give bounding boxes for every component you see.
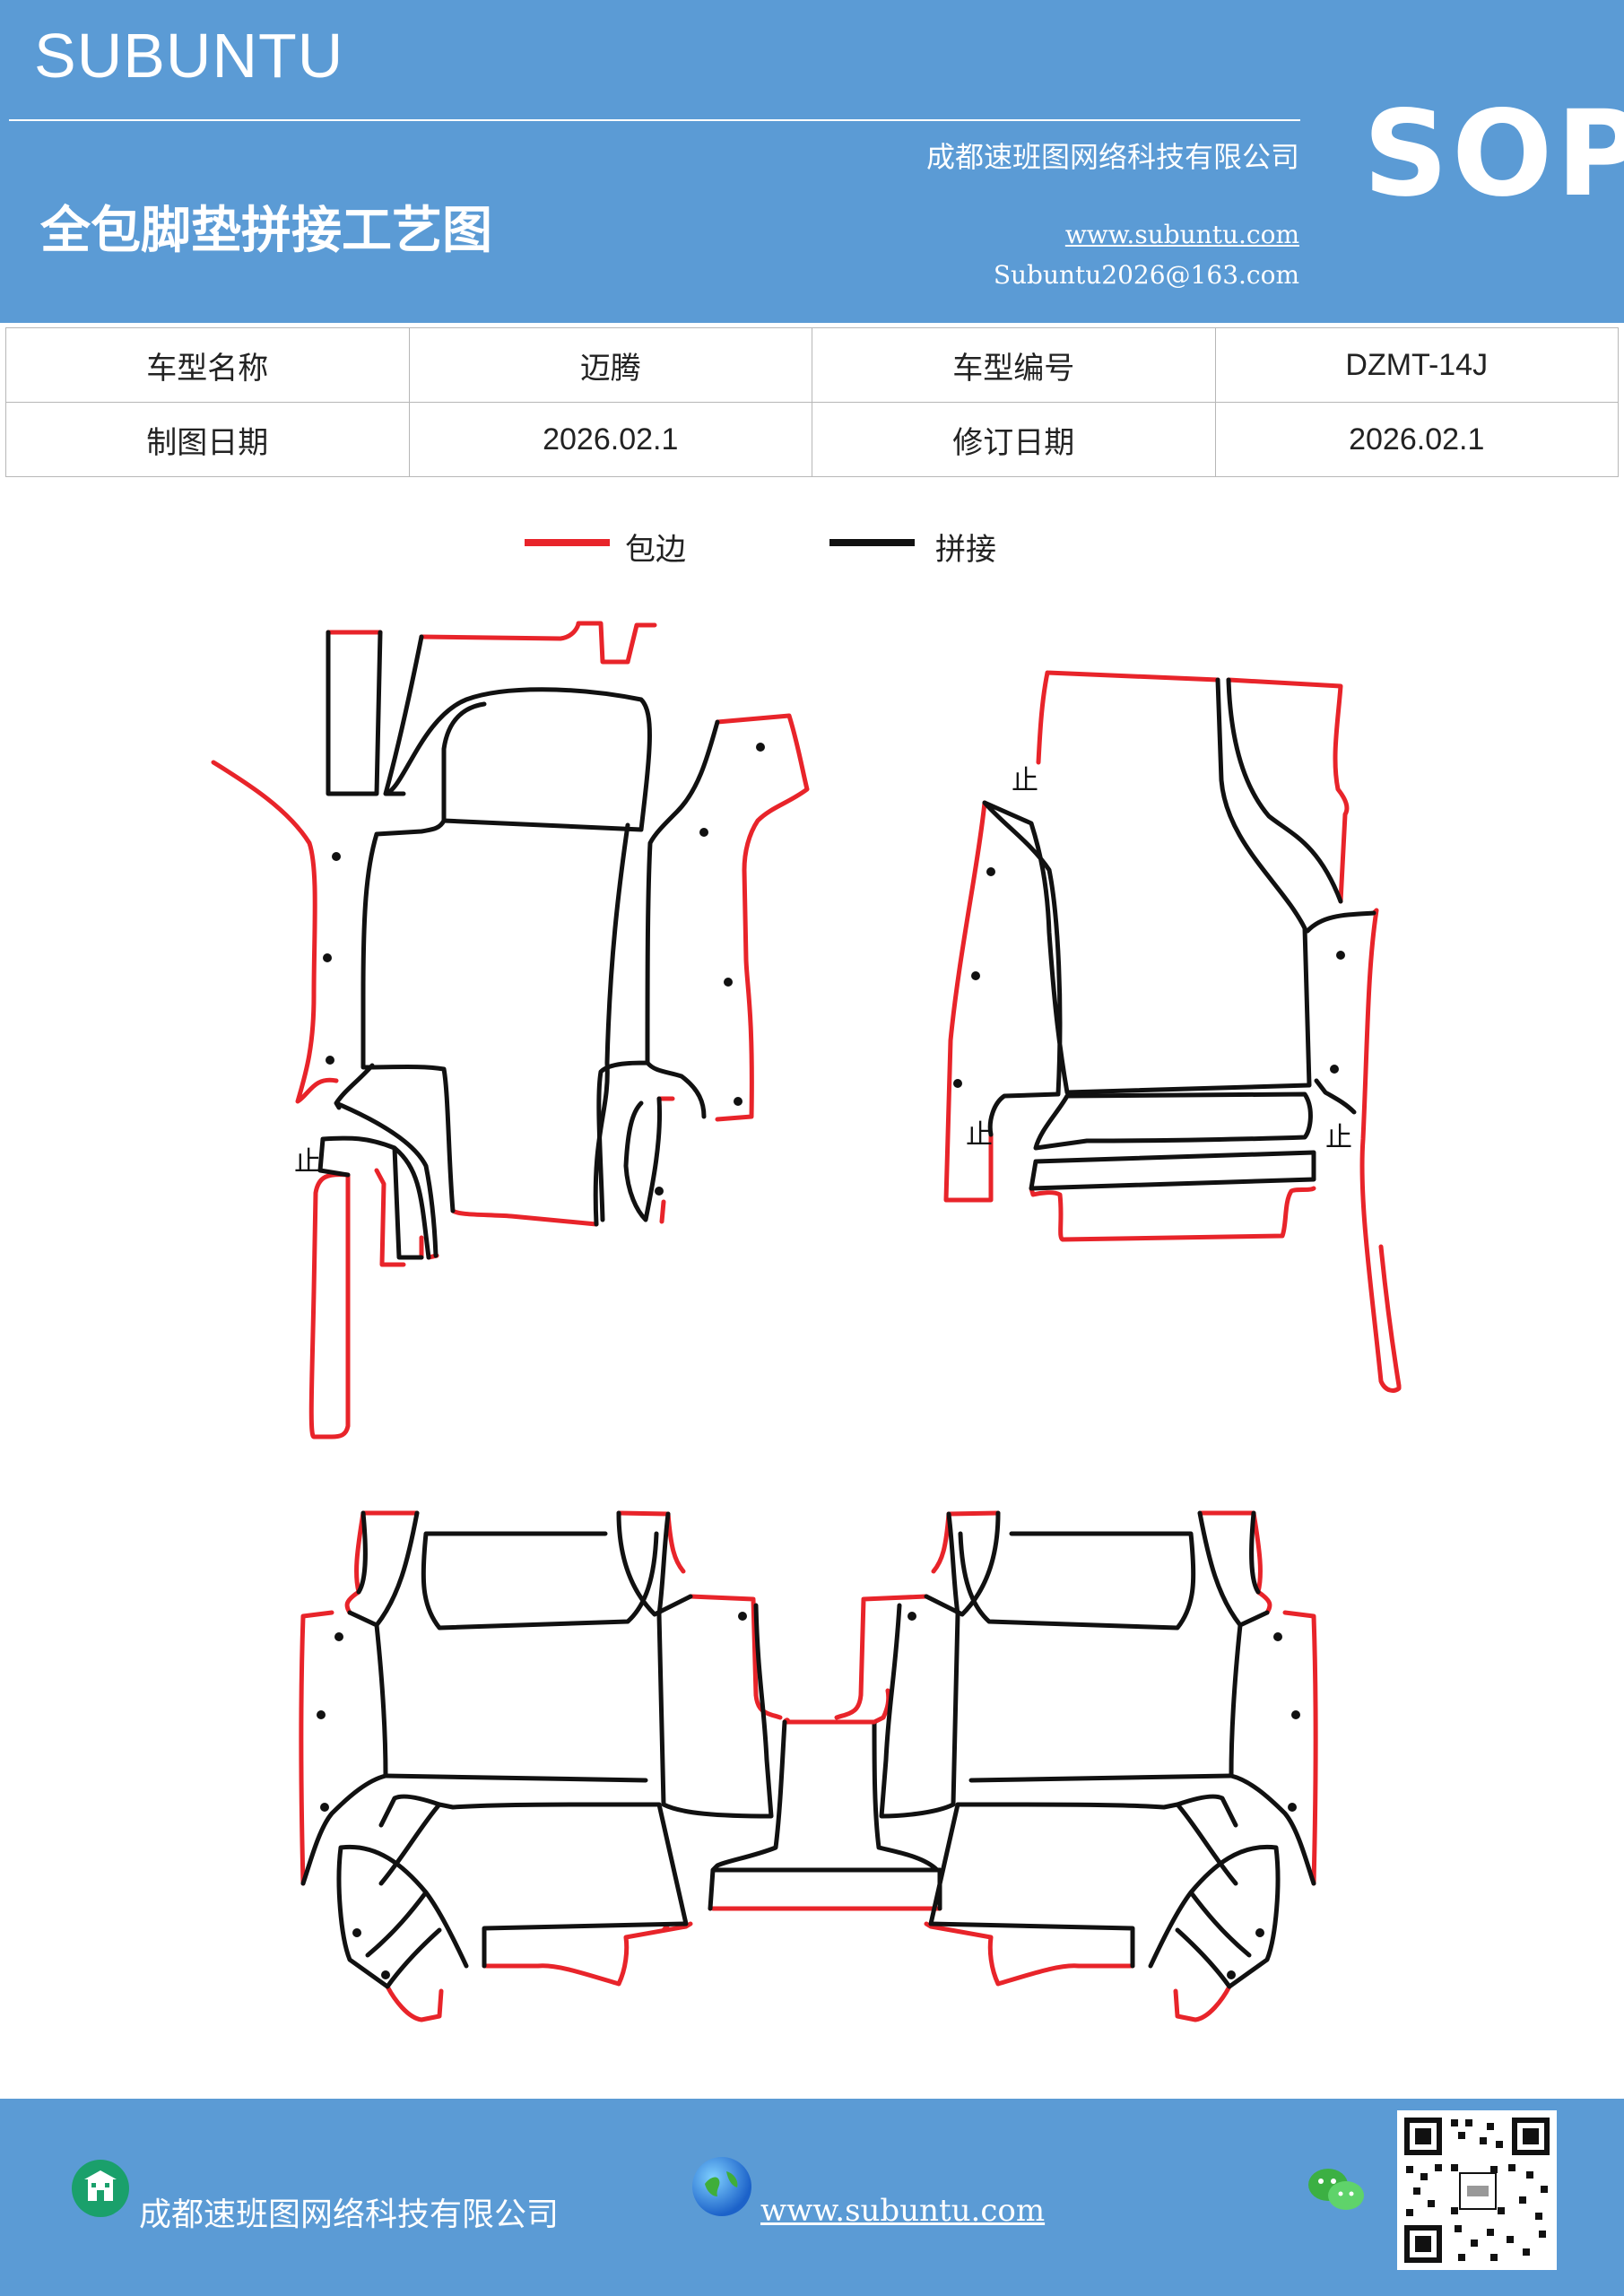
front-right-mat-seam <box>982 677 1376 1137</box>
value-model-code: DZMT-14J <box>1214 327 1619 403</box>
front-left-mat-edge <box>211 760 339 1104</box>
rivet-dot <box>699 828 708 837</box>
rivet-dot <box>352 1928 361 1937</box>
header-url-link[interactable]: www.subuntu.com <box>1064 220 1299 249</box>
rivet-dot <box>971 971 980 980</box>
rivet-dot <box>738 1612 747 1621</box>
brand-name: SUBUNTU <box>34 21 344 91</box>
front-left-mat-edge-top <box>326 621 657 665</box>
rivet-dot <box>334 1632 343 1641</box>
rivet-dot <box>1291 1710 1300 1719</box>
rivet-dot <box>724 978 733 987</box>
label-model-code: 车型编号 <box>812 327 1216 403</box>
rivet-dot <box>734 1097 743 1106</box>
legend-swatch-seam <box>829 539 915 546</box>
stop-mark: 止 <box>966 1119 993 1151</box>
legend: 包边 拼接 <box>0 525 1624 570</box>
front-left-mat-seam <box>326 630 652 1258</box>
sop-badge: SOP <box>1363 85 1624 223</box>
wechat-icon[interactable] <box>1305 2163 1368 2217</box>
rivet-dot <box>317 1710 326 1719</box>
footer-url-link[interactable]: www.subuntu.com <box>760 2193 1046 2229</box>
globe-icon <box>692 2157 751 2216</box>
front-left-mat-seam-3 <box>317 822 630 1260</box>
rear-left-mat-seam-2 <box>336 1773 689 1989</box>
front-left-mat-edge-bottom <box>419 1208 599 1260</box>
front-left-mat-edge-right <box>715 713 810 1122</box>
rear-right-mat-edge <box>829 1510 1318 2022</box>
vehicle-info-table: 车型名称 迈腾 车型编号 DZMT-14J 制图日期 2026.02.1 修订日… <box>5 327 1619 477</box>
label-revision-date: 修订日期 <box>812 402 1216 477</box>
rivet-dot <box>1227 1970 1236 1979</box>
qr-code-image <box>1397 2110 1557 2270</box>
rear-left-mat-seam <box>300 1510 774 1886</box>
rivet-dot <box>381 1970 390 1979</box>
stop-mark: 止 <box>1012 765 1038 796</box>
rivet-dot <box>986 867 995 876</box>
rear-mat-group <box>299 1510 1318 2022</box>
stop-mark: 止 <box>294 1146 321 1178</box>
floor-mat-diagram: 止 止 止 止 <box>211 621 1402 2022</box>
header-email: Subuntu2026@163.com <box>993 260 1299 290</box>
value-revision-date: 2026.02.1 <box>1214 402 1619 477</box>
legend-label-edge: 包边 <box>625 532 686 568</box>
legend-swatch-edge <box>525 539 610 546</box>
table-row: 制图日期 2026.02.1 修订日期 2026.02.1 <box>5 402 1619 477</box>
rear-center-tunnel-seam <box>708 1719 942 1911</box>
value-model-name: 迈腾 <box>408 327 812 403</box>
stop-mark: 止 <box>1325 1122 1352 1153</box>
rivet-dot <box>756 743 765 752</box>
rivet-dot <box>1288 1803 1297 1812</box>
rivet-dot <box>953 1079 962 1088</box>
legend-label-seam: 拼接 <box>935 532 996 568</box>
rear-right-mat-seam-2 <box>928 1773 1281 1989</box>
rear-left-mat-edge <box>299 1510 891 2022</box>
building-icon <box>72 2160 129 2217</box>
label-model-name: 车型名称 <box>5 327 410 403</box>
rivet-dot <box>1255 1928 1264 1937</box>
rivet-dot <box>1330 1065 1339 1074</box>
rivet-dot <box>326 1056 334 1065</box>
rivet-dot <box>908 1612 916 1621</box>
footer-company: 成都速班图网络科技有限公司 <box>139 2196 560 2233</box>
front-left-mat-group: 止 <box>211 621 810 1439</box>
front-right-mat-group: 止 止 止 <box>943 670 1402 1393</box>
front-right-mat-edge <box>943 670 1402 1393</box>
rivet-dot <box>332 852 341 861</box>
page-title: 全包脚垫拼接工艺图 <box>40 201 492 260</box>
rivet-dot <box>1273 1632 1282 1641</box>
front-left-mat-edge-strip <box>308 1172 351 1439</box>
table-row: 车型名称 迈腾 车型编号 DZMT-14J <box>5 327 1619 403</box>
front-right-mat-edge-bottom <box>1029 1186 1316 1242</box>
rear-right-mat-seam <box>879 1510 1316 1886</box>
header-company: 成都速班图网络科技有限公司 <box>925 140 1299 174</box>
rivet-dot <box>655 1187 664 1196</box>
rivet-dot <box>320 1803 329 1812</box>
value-draw-date: 2026.02.1 <box>408 402 812 477</box>
rivet-dot <box>323 953 332 962</box>
front-right-mat-seam-2 <box>1029 1091 1316 1191</box>
header-banner: SUBUNTU 成都速班图网络科技有限公司 全包脚垫拼接工艺图 www.subu… <box>0 0 1624 323</box>
label-draw-date: 制图日期 <box>5 402 410 477</box>
header-divider <box>9 119 1300 121</box>
rivet-dot <box>1336 951 1345 960</box>
front-left-mat-seam-2 <box>596 719 720 1222</box>
